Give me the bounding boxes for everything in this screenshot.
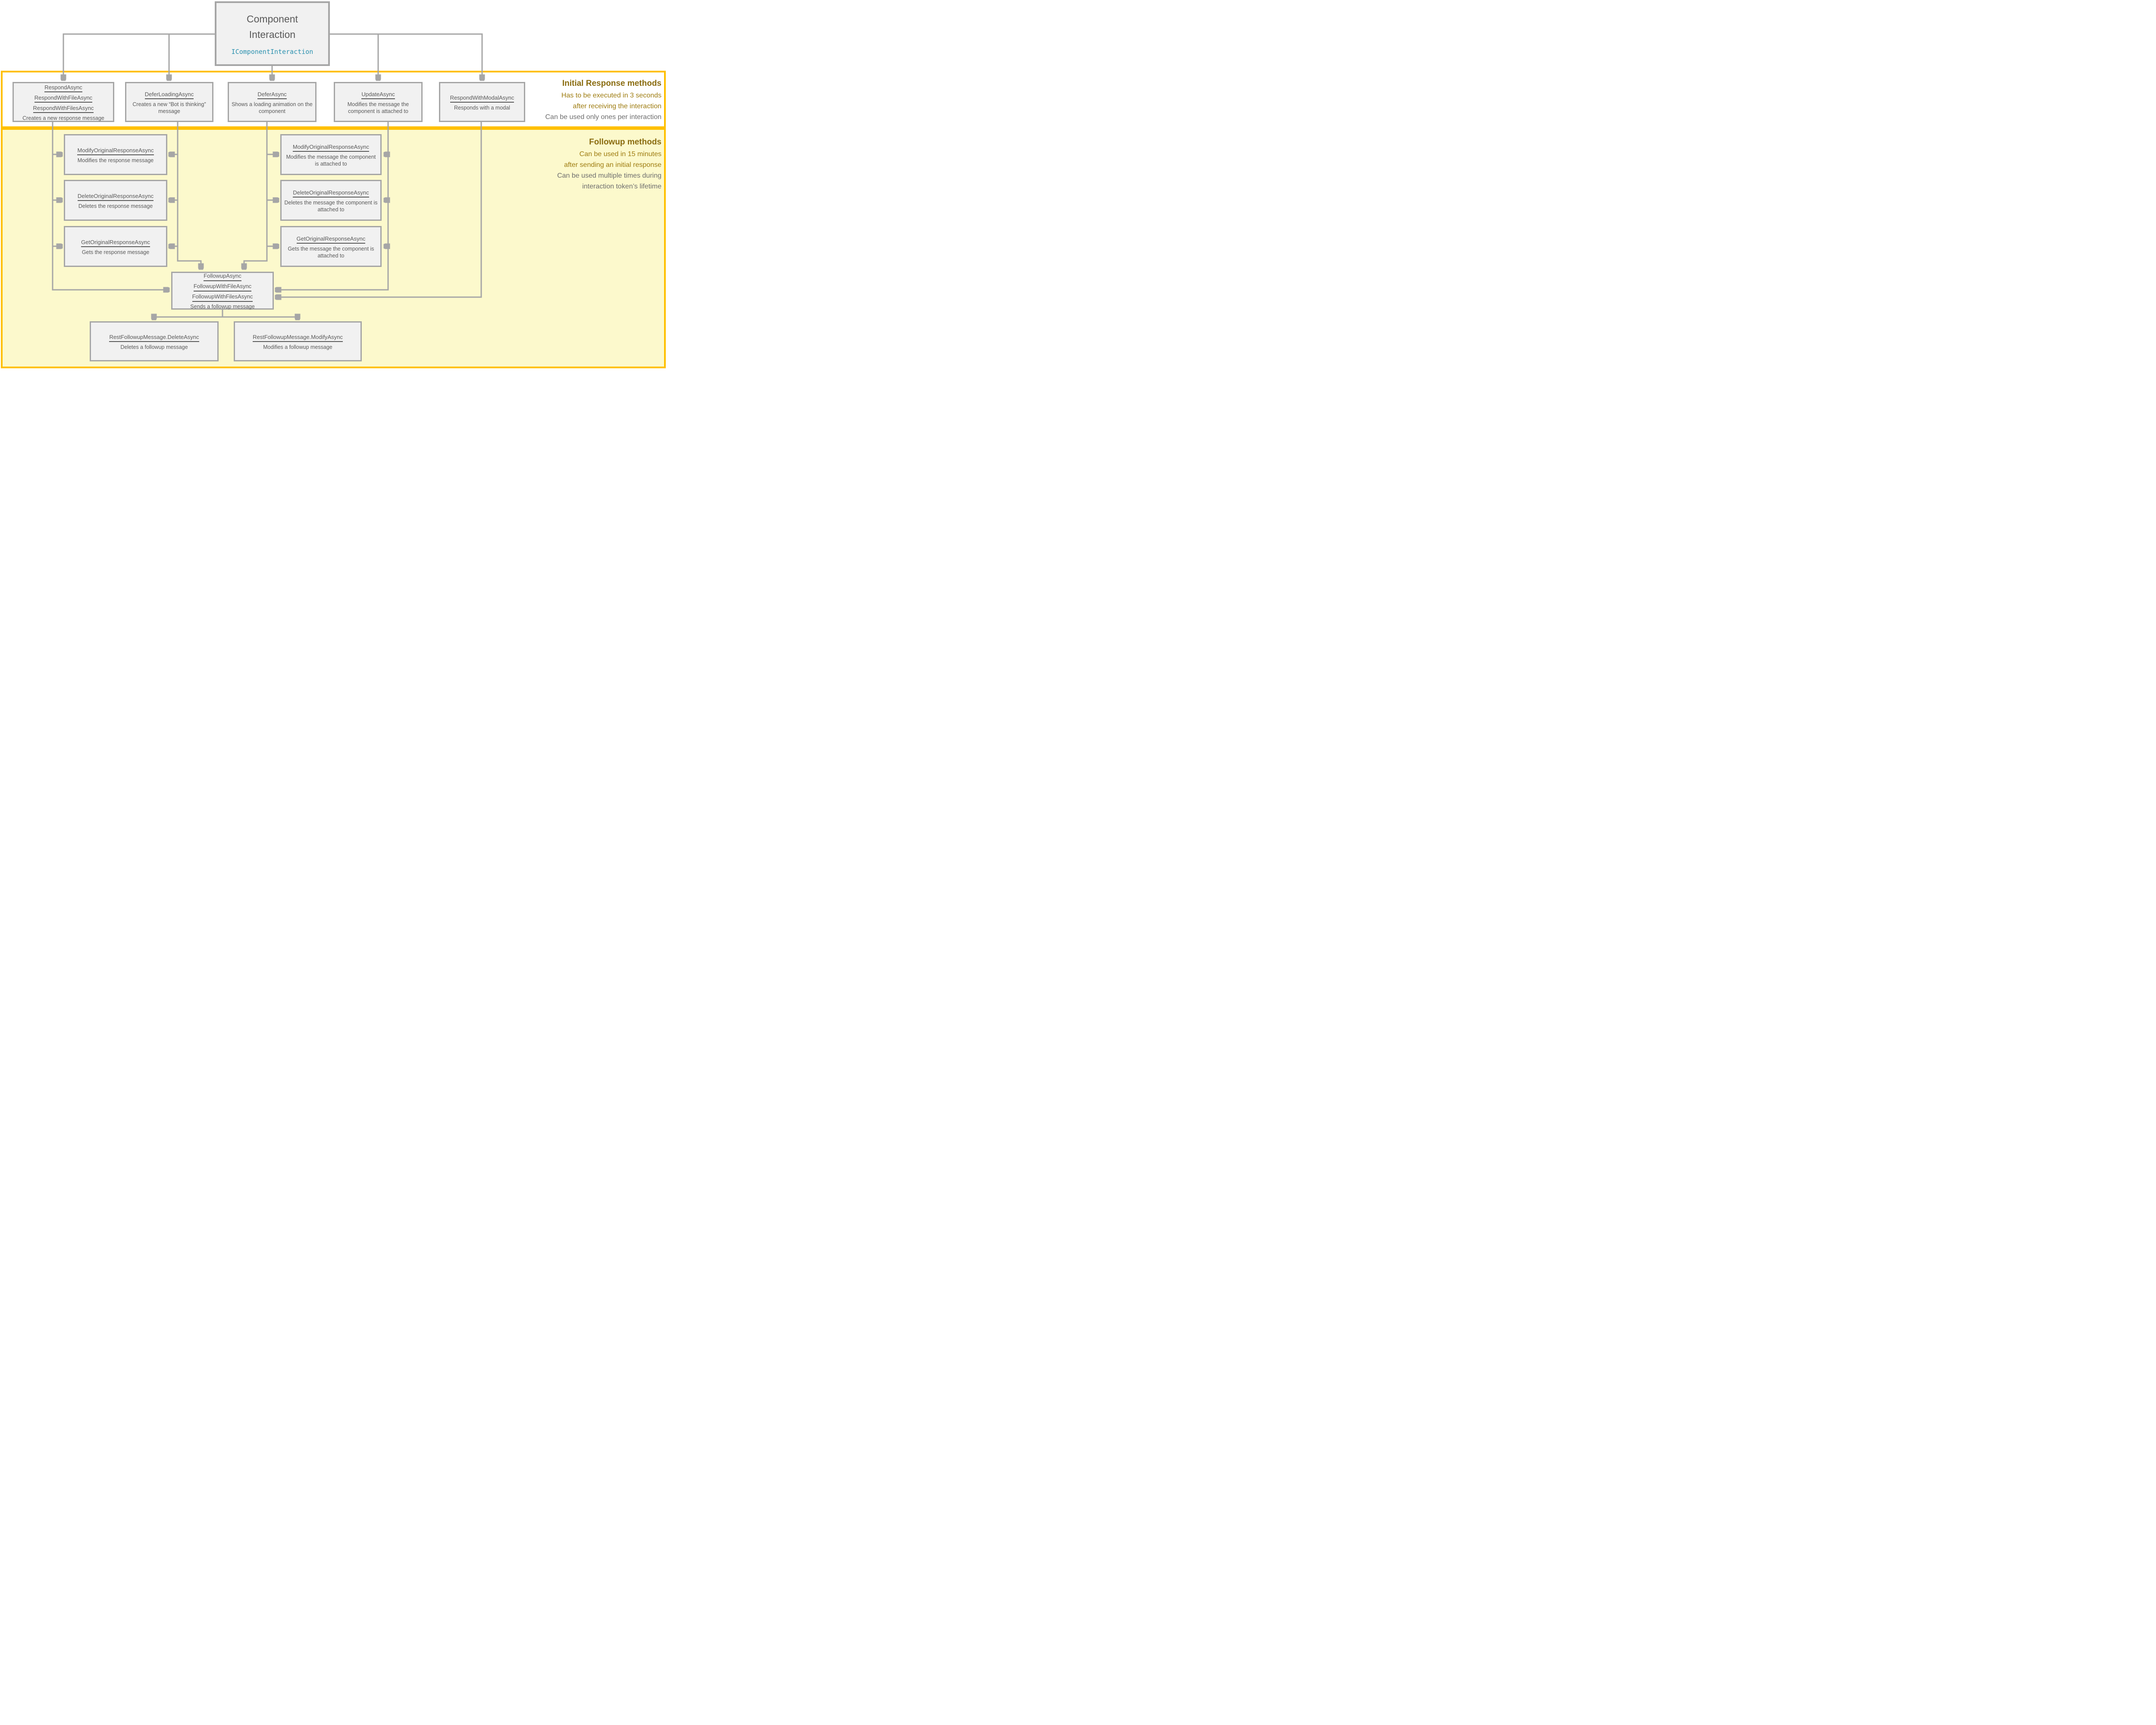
wire-root-to-respond [63,33,215,80]
wire-defer-to-followup [244,122,268,269]
method-name: DeleteOriginalResponseAsync [293,188,369,198]
method-name: ModifyOriginalResponseAsync [292,143,370,152]
initial-response-note-gold: Has to be executed in 3 seconds [561,91,661,99]
followup-note-gold: after sending an initial response [564,161,661,169]
diagram-canvas: Component Interaction IComponentInteract… [0,0,667,369]
method-desc: Responds with a modal [454,104,510,111]
method-name: RespondWithModalAsync [450,94,514,103]
wire-respondwithmodal-to-followup [276,122,482,297]
method-desc: Deletes the message the component is att… [284,199,378,213]
node-defer-async: DeferAsync Shows a loading animation on … [228,82,317,122]
wire-update-to-followup [276,122,389,290]
node-respond-with-modal-async: RespondWithModalAsync Responds with a mo… [439,82,525,122]
method-name: RespondAsync [44,83,82,93]
method-name: FollowupAsync [204,272,241,281]
method-name: GetOriginalResponseAsync [296,235,366,244]
method-name: FollowupWithFilesAsync [192,292,253,302]
method-name: UpdateAsync [361,90,395,100]
node-delete-original-response-async-component: DeleteOriginalResponseAsync Deletes the … [280,180,382,221]
method-desc: Modifies a followup message [263,344,332,350]
node-component-interaction: Component Interaction IComponentInteract… [215,1,330,66]
node-modify-original-response-async-component: ModifyOriginalResponseAsync Modifies the… [280,134,382,175]
followup-notes: Followup methods Can be used in 15 minut… [557,137,661,192]
node-get-original-response-async-component: GetOriginalResponseAsync Gets the messag… [280,226,382,267]
node-rest-followup-delete-async: RestFollowupMessage.DeleteAsync Deletes … [90,321,219,361]
followup-heading: Followup methods [589,138,661,147]
node-defer-loading-async: DeferLoadingAsync Creates a new “Bot is … [125,82,213,122]
node-followup-async: FollowupAsync FollowupWithFileAsync Foll… [171,272,274,310]
method-desc: Sends a followup message [190,304,255,310]
root-interface-name: IComponentInteraction [231,47,313,56]
method-desc: Gets the message the component is attach… [288,245,374,259]
method-desc: Modifies the message the component is at… [286,154,376,167]
node-rest-followup-modify-async: RestFollowupMessage.ModifyAsync Modifies… [234,321,362,361]
initial-response-note-gray: Can be used only ones per interaction [545,113,661,121]
method-name: RespondWithFilesAsync [33,104,94,113]
method-name: RestFollowupMessage.DeleteAsync [109,333,199,342]
method-desc: Shows a loading animation on the compone… [232,101,313,114]
node-respond-async: RespondAsync RespondWithFileAsync Respon… [13,82,114,122]
method-name: RestFollowupMessage.ModifyAsync [253,333,343,342]
method-name: GetOriginalResponseAsync [81,238,150,248]
wire-followup-to-restdelete [154,309,223,319]
method-name: FollowupWithFileAsync [193,282,252,292]
method-name: ModifyOriginalResponseAsync [77,146,154,156]
initial-response-heading: Initial Response methods [562,79,661,88]
method-name: RespondWithFileAsync [34,94,93,103]
method-name: DeferAsync [257,90,287,100]
root-title-line1: Component [247,13,298,25]
wire-root-to-respondwithmodal [330,33,482,80]
node-get-original-response-async: GetOriginalResponseAsync Gets the respon… [64,226,167,267]
method-desc: Modifies the message the component is at… [347,101,409,114]
method-desc: Modifies the response message [77,157,154,163]
wire-deferloading-to-followup [177,122,201,269]
node-update-async: UpdateAsync Modifies the message the com… [334,82,423,122]
wire-respond-to-followup [52,122,169,290]
method-name: DeferLoadingAsync [144,90,194,100]
connector-lines [52,33,667,369]
root-title-line2: Interaction [249,29,296,40]
method-desc: Gets the response message [81,249,150,255]
followup-note-gray: Can be used multiple times during [557,172,661,179]
initial-response-notes: Initial Response methods Has to be execu… [545,78,661,122]
method-desc: Deletes the response message [78,203,153,209]
method-desc: Creates a new “Bot is thinking” message [132,101,206,114]
method-desc: Creates a new response message [22,115,104,121]
wire-followup-to-restmodify [222,317,298,319]
followup-note-gray: interaction token’s lifetime [582,183,661,191]
method-name: DeleteOriginalResponseAsync [77,192,154,201]
node-modify-original-response-async: ModifyOriginalResponseAsync Modifies the… [64,134,167,175]
followup-note-gold: Can be used in 15 minutes [579,150,661,158]
node-delete-original-response-async: DeleteOriginalResponseAsync Deletes the … [64,180,167,221]
initial-response-note-gold: after receiving the interaction [573,102,661,110]
method-desc: Deletes a followup message [120,344,188,350]
